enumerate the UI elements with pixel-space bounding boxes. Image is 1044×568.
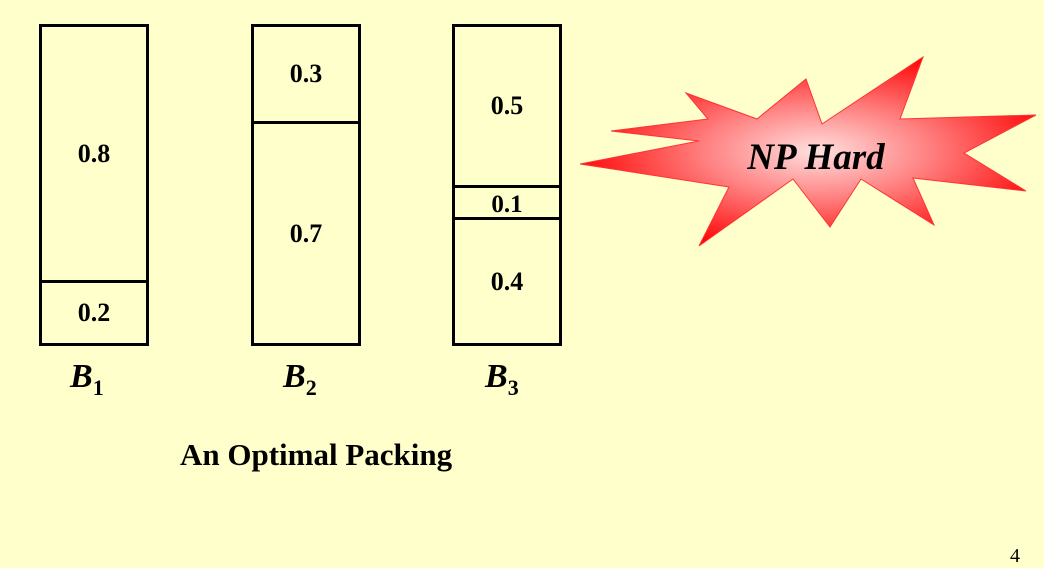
- np-hard-label: NP Hard: [746, 137, 885, 178]
- bin-3: 0.5 0.1 0.4: [452, 24, 562, 346]
- item-value: 0.8: [77, 138, 111, 168]
- bin-item: 0.5: [455, 27, 559, 185]
- bin-label-letter: B: [283, 358, 306, 395]
- bin-label-subscript: 3: [507, 375, 519, 400]
- bin-1: 0.8 0.2: [39, 24, 149, 346]
- bin-2: 0.3 0.7: [251, 24, 361, 346]
- bin-item: 0.3: [254, 27, 358, 121]
- bin-label-2: B2: [283, 358, 317, 401]
- item-value: 0.2: [77, 298, 111, 327]
- starburst-shape: [580, 55, 1037, 247]
- page-number: 4: [1010, 545, 1020, 567]
- item-value: 0.1: [491, 191, 523, 218]
- item-value: 0.3: [289, 59, 323, 88]
- bin-label-subscript: 1: [92, 375, 104, 400]
- bin-item: 0.2: [42, 280, 146, 343]
- bin-item: 0.1: [455, 185, 559, 217]
- item-value: 0.5: [490, 91, 524, 120]
- bin-label-subscript: 2: [305, 375, 317, 400]
- np-hard-starburst: NP Hard: [580, 55, 1037, 247]
- bin-item: 0.8: [42, 27, 146, 280]
- bin-label-1: B1: [70, 358, 104, 401]
- item-value: 0.4: [490, 266, 524, 296]
- item-value: 0.7: [289, 218, 323, 248]
- bin-label-letter: B: [70, 358, 93, 395]
- bin-label-letter: B: [485, 358, 508, 395]
- bin-item: 0.4: [455, 217, 559, 343]
- bin-label-3: B3: [485, 358, 519, 401]
- bin-item: 0.7: [254, 121, 358, 343]
- diagram-caption: An Optimal Packing: [180, 437, 453, 472]
